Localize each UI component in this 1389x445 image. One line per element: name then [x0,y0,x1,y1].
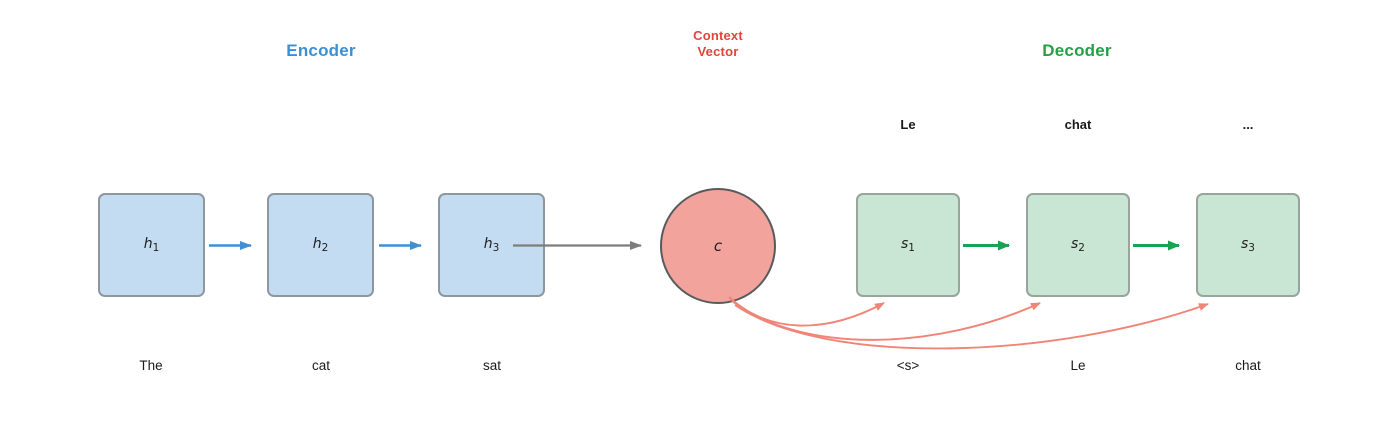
context-vector-title: Context Vector [693,28,743,60]
context-feed-arrow-c-s2 [731,300,1041,341]
encoder-node-h2-label: h2 [312,236,329,254]
encoder-input-word-1: The [139,358,163,373]
encoder-node-h3-label: h3 [483,236,500,254]
encoder-input-word-3: sat [482,358,502,373]
encoder-input-word-2: cat [311,358,331,373]
context-vector-title-line2: Vector [697,44,739,59]
context-feed-arrow-c-s1 [728,296,885,327]
decoder-node-s1: s1 [856,193,960,297]
decoder-node-s1-label: s1 [901,236,915,254]
decoder-node-s2-label: s2 [1071,236,1085,254]
encoder-node-h3: h3 [438,193,545,297]
decoder-output-word-1: Le [900,117,916,132]
context-vector-label: c [713,237,723,255]
encoder-node-h2: h2 [267,193,374,297]
decoder-output-word-2: chat [1064,117,1092,132]
decoder-title: Decoder [1042,41,1112,60]
encoder-node-h1: h1 [98,193,205,297]
decoder-output-word-3: ... [1242,117,1254,132]
decoder-input-word-1: <s> [896,358,920,373]
context-feed-arrow-c-s3 [734,303,1209,350]
context-vector-node: c [660,188,776,304]
decoder-node-s3-label: s3 [1241,236,1255,254]
context-vector-title-line1: Context [693,28,743,43]
decoder-input-word-2: Le [1070,358,1086,373]
decoder-node-s3: s3 [1196,193,1300,297]
decoder-input-word-3: chat [1235,358,1261,373]
encoder-title: Encoder [286,41,356,60]
decoder-node-s2: s2 [1026,193,1130,297]
encoder-node-h1-label: h1 [143,236,160,254]
